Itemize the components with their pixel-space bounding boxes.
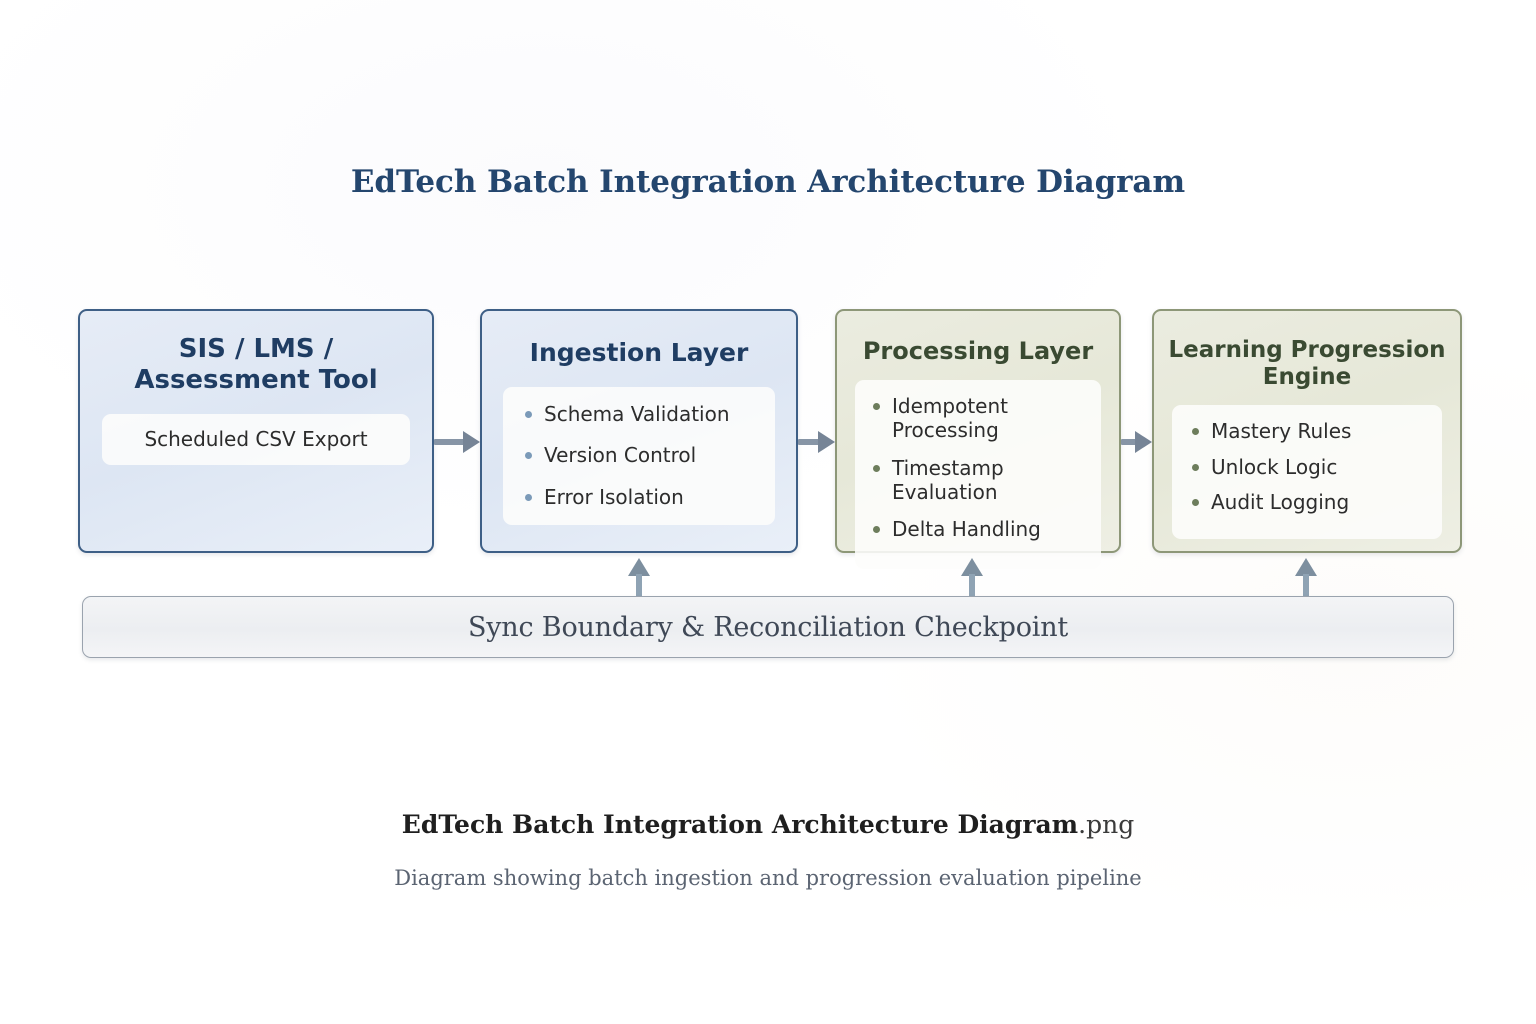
list-item: Version Control xyxy=(519,443,759,467)
arrow-source-to-ingestion xyxy=(434,431,480,453)
list-item: Timestamp Evaluation xyxy=(867,456,1089,505)
arrow-shaft xyxy=(1121,439,1136,445)
list-item: Error Isolation xyxy=(519,485,759,509)
list-item: Unlock Logic xyxy=(1186,455,1428,479)
scheduled-csv-export-label: Scheduled CSV Export xyxy=(144,427,368,452)
panel-ingestion-features: Schema Validation Version Control Error … xyxy=(503,387,775,526)
arrow-shaft xyxy=(434,439,464,445)
list-item: Mastery Rules xyxy=(1186,419,1428,443)
list-item: Delta Handling xyxy=(867,517,1089,541)
arrow-head-right-icon xyxy=(463,431,480,453)
caption-filename-extension: .png xyxy=(1078,810,1135,839)
node-ingestion-layer[interactable]: Ingestion Layer Schema Validation Versio… xyxy=(480,309,798,553)
arrow-shaft xyxy=(636,574,642,596)
sync-boundary-label: Sync Boundary & Reconciliation Checkpoin… xyxy=(467,611,1069,643)
list-item: Schema Validation xyxy=(519,402,759,426)
engine-feature-list: Mastery Rules Unlock Logic Audit Logging xyxy=(1186,419,1428,514)
node-engine-title: Learning Progression Engine xyxy=(1154,337,1459,391)
ingestion-feature-list: Schema Validation Version Control Error … xyxy=(519,402,759,509)
node-ingestion-title: Ingestion Layer xyxy=(529,338,749,367)
arrow-shaft xyxy=(969,574,975,596)
arrow-sync-to-engine xyxy=(1295,558,1317,596)
processing-feature-list: Idempotent Processing Timestamp Evaluati… xyxy=(867,394,1089,542)
arrow-head-right-icon xyxy=(818,431,835,453)
node-source-systems[interactable]: SIS / LMS / Assessment Tool Scheduled CS… xyxy=(78,309,434,553)
node-source-title: SIS / LMS / Assessment Tool xyxy=(120,334,391,396)
arrow-head-up-icon xyxy=(1295,558,1317,576)
arrow-sync-to-ingestion xyxy=(628,558,650,596)
arrow-head-up-icon xyxy=(961,558,983,576)
panel-scheduled-export: Scheduled CSV Export xyxy=(102,414,410,466)
node-learning-progression-engine[interactable]: Learning Progression Engine Mastery Rule… xyxy=(1152,309,1462,553)
node-processing-title: Processing Layer xyxy=(862,337,1094,365)
arrow-shaft xyxy=(798,439,819,445)
page-title: EdTech Batch Integration Architecture Di… xyxy=(350,164,1186,200)
arrow-ingestion-to-processing xyxy=(798,431,835,453)
arrow-shaft xyxy=(1303,574,1309,596)
caption-filename: EdTech Batch Integration Architecture Di… xyxy=(0,810,1536,839)
node-processing-layer[interactable]: Processing Layer Idempotent Processing T… xyxy=(835,309,1121,569)
caption-filename-base: EdTech Batch Integration Architecture Di… xyxy=(401,810,1079,839)
node-source-title-line1: SIS / LMS / xyxy=(178,334,334,364)
sync-boundary-bar[interactable]: Sync Boundary & Reconciliation Checkpoin… xyxy=(82,596,1454,658)
arrow-processing-to-engine xyxy=(1121,431,1152,453)
arrow-head-up-icon xyxy=(628,558,650,576)
node-engine-title-line2: Engine xyxy=(1262,364,1352,391)
arrow-head-right-icon xyxy=(1135,431,1152,453)
node-source-title-line2: Assessment Tool xyxy=(134,365,378,396)
list-item: Audit Logging xyxy=(1186,490,1428,514)
arrow-sync-to-processing xyxy=(961,558,983,596)
list-item: Idempotent Processing xyxy=(867,394,1089,443)
panel-engine-features: Mastery Rules Unlock Logic Audit Logging xyxy=(1172,405,1442,540)
caption-subtitle: Diagram showing batch ingestion and prog… xyxy=(394,866,1142,890)
panel-processing-features: Idempotent Processing Timestamp Evaluati… xyxy=(855,379,1101,569)
node-engine-title-line1: Learning Progression xyxy=(1168,337,1446,363)
